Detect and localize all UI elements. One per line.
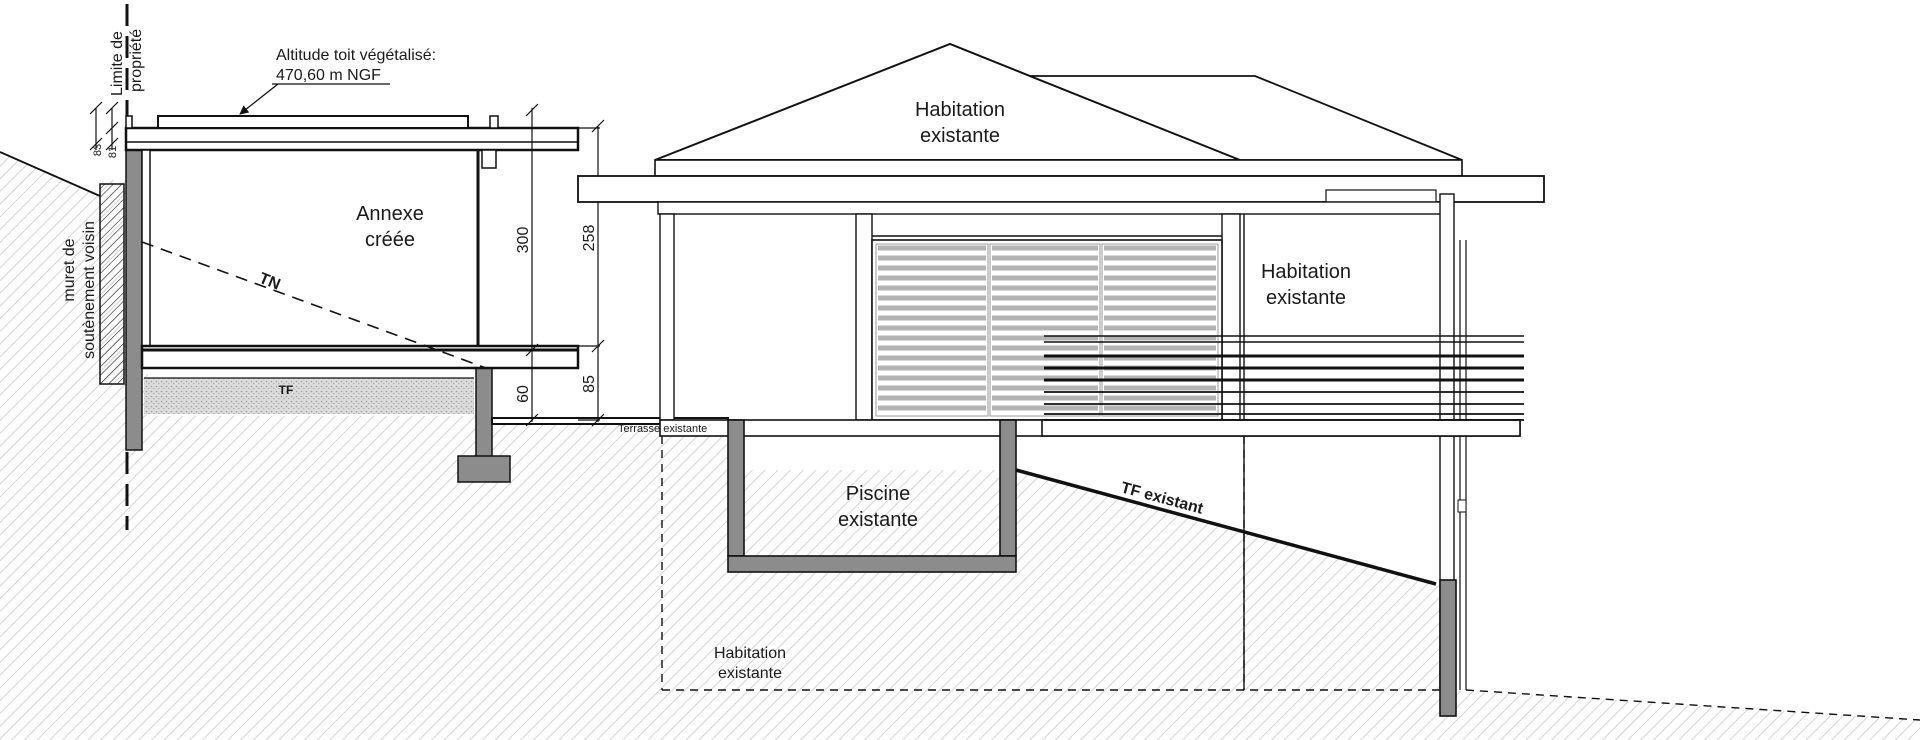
annex-label-1: Annexe (356, 203, 424, 225)
existing-pool (727, 419, 1017, 573)
dimension-83: 83 (92, 144, 104, 156)
retaining-wall-label-2: soutènement voisin (81, 221, 98, 359)
neighbour-retaining-wall (99, 183, 125, 385)
house-roof-label-2: existante (920, 125, 1000, 147)
property-limit-label-1: Limite de (109, 31, 126, 96)
house-roof-label-1: Habitation (915, 99, 1005, 121)
gravel-bed (144, 378, 474, 414)
dimension-85: 85 (581, 375, 598, 393)
dimension-258: 258 (581, 225, 598, 252)
annex-label-2: créée (365, 229, 415, 251)
natural-ground-line (0, 151, 101, 197)
balcony-railing (1044, 335, 1524, 421)
terrace-label: Terrasse existante (618, 423, 707, 435)
house-basement-label-1: Habitation (714, 645, 786, 662)
dimension-81: 81 (107, 146, 119, 158)
tn-dashed-line (141, 241, 487, 369)
house-right-label-2: existante (1266, 287, 1346, 309)
dimension-60: 60 (515, 385, 532, 403)
tn-label: TN (257, 270, 283, 294)
retaining-wall-right (1439, 579, 1457, 717)
window-shutters (875, 243, 1219, 417)
basement-dashed-outline (661, 436, 1920, 721)
pool-label-1: Piscine (846, 483, 910, 505)
retaining-wall-label-1: muret de (61, 238, 78, 301)
roof-altitude-label-1: Altitude toit végétalisé: (276, 47, 436, 64)
pool-label-2: existante (838, 509, 918, 531)
annex-structure (124, 115, 580, 483)
dimension-300: 300 (515, 227, 532, 254)
roof-altitude-leader (239, 83, 279, 115)
tf-existing-line (1015, 468, 1437, 586)
house-right-label-1: Habitation (1261, 261, 1351, 283)
property-limit-label-2: propriété (128, 29, 145, 92)
roof-altitude-label-2: 470,60 m NGF (276, 67, 381, 84)
tf-label: TF (279, 383, 294, 397)
house-basement-label-2: existante (718, 665, 782, 682)
